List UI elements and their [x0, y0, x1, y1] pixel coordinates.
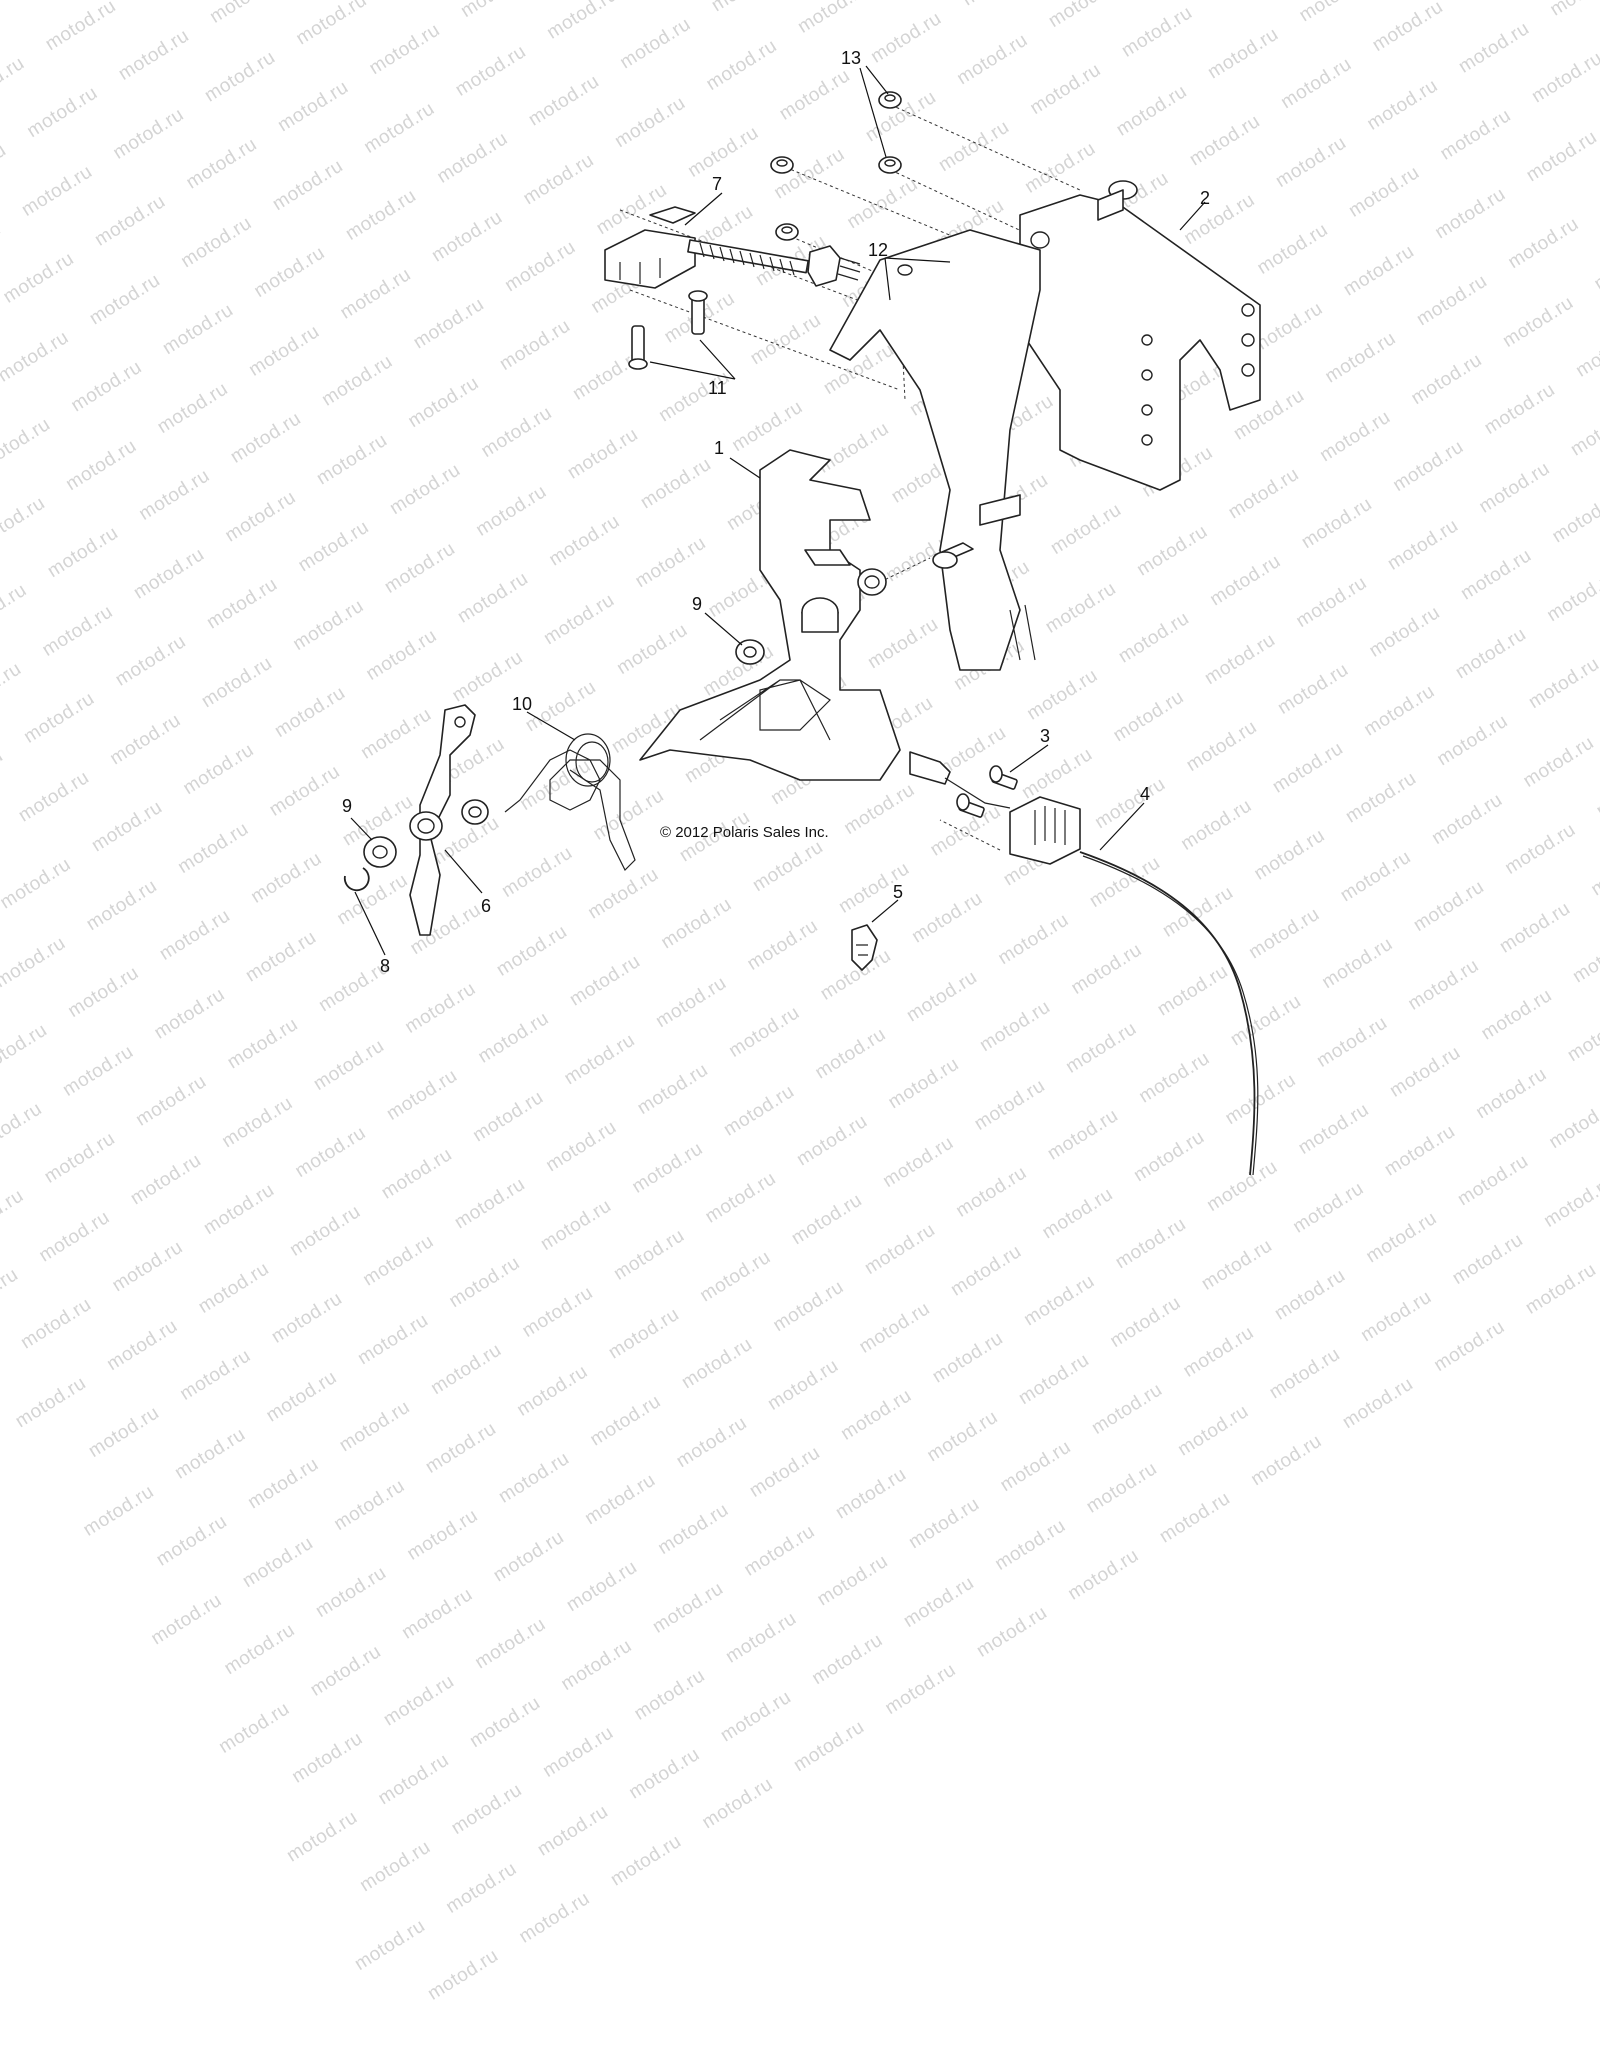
callout-4: 4 — [1140, 784, 1151, 804]
copyright-notice: © 2012 Polaris Sales Inc. — [660, 824, 829, 841]
part-9-bushing-upper — [735, 639, 765, 665]
part-6-lever — [409, 704, 476, 936]
callout-13: 13 — [841, 48, 862, 68]
part-nuts-center — [770, 156, 799, 241]
parts-diagram: motod.ru motod.ru motod.ru motod.ru moto… — [0, 0, 1600, 2005]
leader-lines — [350, 65, 1206, 956]
callout-7: 7 — [712, 174, 723, 194]
part-1-pedal-plate — [639, 449, 901, 781]
callout-1: 1 — [714, 438, 725, 458]
part-10-spring — [504, 733, 636, 872]
exploded-view — [343, 65, 1261, 1176]
part-bushing-lever — [461, 799, 489, 825]
part-8-clip — [343, 867, 370, 892]
part-9-washer-lower — [363, 836, 397, 868]
callout-9-lower: 9 — [342, 796, 353, 816]
callout-10: 10 — [512, 694, 533, 714]
part-bushing-right — [857, 568, 887, 596]
callout-9-upper: 9 — [692, 594, 703, 614]
callout-12: 12 — [868, 240, 889, 260]
callout-2: 2 — [1200, 188, 1211, 208]
callout-5: 5 — [893, 882, 904, 902]
callout-3: 3 — [1040, 726, 1051, 746]
part-5-clip — [851, 924, 878, 971]
callout-11: 11 — [708, 378, 727, 398]
part-11-rivets — [628, 290, 708, 370]
callout-6: 6 — [481, 896, 492, 916]
callout-8: 8 — [380, 956, 391, 976]
part-13-nuts — [878, 91, 902, 174]
part-3-pins — [956, 765, 1018, 818]
part-2-main-bracket — [829, 180, 1261, 671]
part-7-switch-assembly — [604, 206, 861, 289]
part-4-cable — [909, 751, 1259, 1176]
